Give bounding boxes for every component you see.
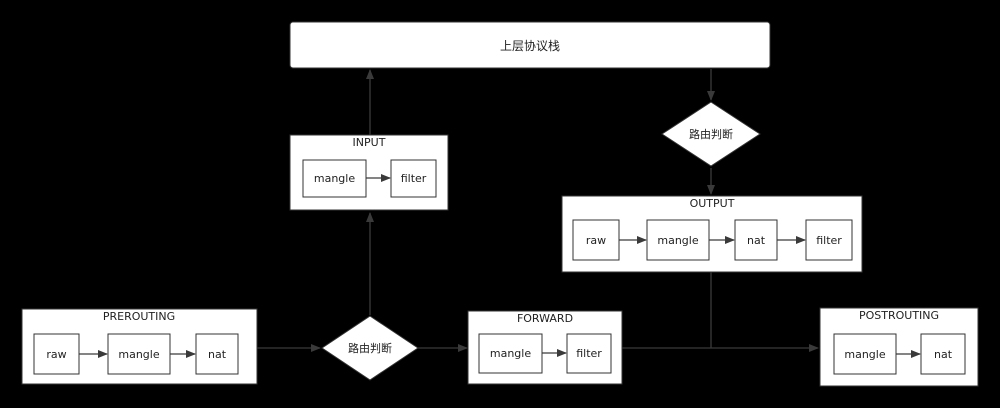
upper-protocol-stack: 上层协议栈 [289, 21, 771, 69]
chain-title-forward: FORWARD [517, 312, 573, 325]
table-postrouting-nat: nat [920, 333, 966, 375]
table-label: filter [401, 172, 427, 185]
chain-title-input: INPUT [353, 136, 386, 149]
table-output-nat: nat [734, 219, 778, 261]
table-label: nat [208, 348, 227, 361]
table-label: mangle [314, 172, 355, 185]
routing-decision-left: 路由判断 [321, 315, 419, 381]
table-output-filter: filter [805, 219, 853, 261]
chain-forward: FORWARD mangle filter [467, 310, 623, 385]
table-label: nat [934, 348, 953, 361]
chain-input: INPUT mangle filter [289, 134, 449, 211]
routing-decision-right-label: 路由判断 [689, 127, 733, 141]
routing-decision-left-label: 路由判断 [348, 341, 392, 355]
connectors [257, 69, 819, 352]
table-label: mangle [490, 347, 531, 360]
table-output-raw: raw [572, 219, 620, 261]
table-label: mangle [844, 348, 885, 361]
table-label: filter [576, 347, 602, 360]
table-label: mangle [657, 234, 698, 247]
table-label: filter [816, 234, 842, 247]
table-label: raw [46, 348, 66, 361]
table-input-filter: filter [390, 159, 437, 198]
table-postrouting-mangle: mangle [833, 333, 897, 375]
routing-decision-right: 路由判断 [661, 101, 761, 167]
table-input-mangle: mangle [302, 159, 367, 198]
chain-title-output: OUTPUT [690, 197, 735, 210]
table-prerouting-nat: nat [195, 333, 239, 375]
table-label: mangle [118, 348, 159, 361]
table-forward-filter: filter [566, 333, 612, 374]
chain-title-prerouting: PREROUTING [103, 310, 175, 323]
table-forward-mangle: mangle [478, 333, 543, 374]
table-label: nat [747, 234, 766, 247]
stack-label: 上层协议栈 [500, 38, 560, 53]
chain-prerouting: PREROUTING raw mangle nat [21, 308, 258, 385]
chain-title-postrouting: POSTROUTING [859, 309, 939, 322]
table-output-mangle: mangle [646, 219, 710, 261]
table-prerouting-mangle: mangle [107, 333, 171, 375]
chain-output: OUTPUT raw mangle nat filter [561, 195, 863, 273]
table-label: raw [586, 234, 606, 247]
chain-postrouting: POSTROUTING mangle nat [819, 307, 979, 387]
table-prerouting-raw: raw [33, 333, 80, 375]
